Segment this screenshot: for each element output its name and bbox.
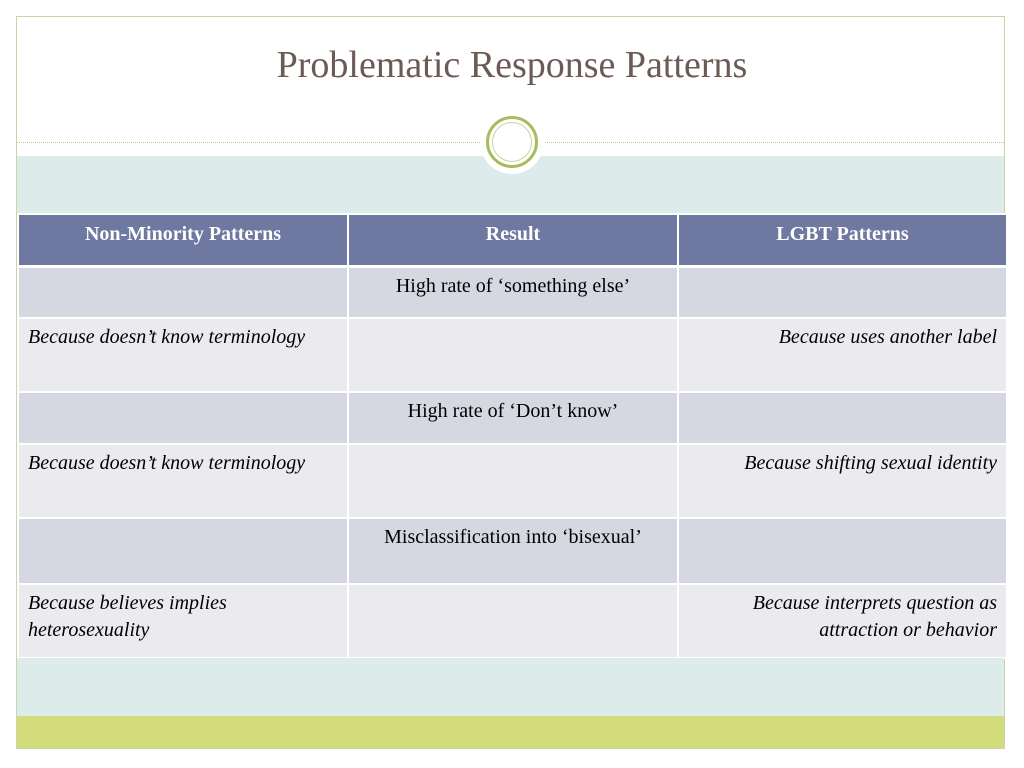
table-row: Because doesn’t know terminology Because… [17,443,1008,519]
header-non-minority-patterns: Non-Minority Patterns [17,213,349,268]
table-cell-non-minority: Because doesn’t know terminology [17,443,349,519]
table-header-row: Non-Minority Patterns Result LGBT Patter… [17,213,1008,268]
table-cell-non-minority [17,517,349,585]
table-cell-non-minority: Because doesn’t know terminology [17,317,349,393]
circle-ornament-icon [480,110,544,174]
patterns-table: Non-Minority Patterns Result LGBT Patter… [17,213,1008,659]
patterns-table-container: Non-Minority Patterns Result LGBT Patter… [17,213,1008,659]
table-cell-lgbt: Because shifting sexual identity [677,443,1008,519]
table-cell-non-minority [17,265,349,319]
table-row: High rate of ‘something else’ [17,265,1008,319]
table-row: Because believes implies heterosexuality… [17,583,1008,659]
slide-title: Problematic Response Patterns [276,44,748,86]
bottom-color-band [17,658,1004,716]
header-lgbt-patterns: LGBT Patterns [677,213,1008,268]
table-cell-result: High rate of ‘Don’t know’ [347,391,679,445]
table-cell-lgbt: Because interprets question as attractio… [677,583,1008,659]
table-cell-non-minority: Because believes implies heterosexuality [17,583,349,659]
bottom-green-band [17,716,1004,748]
header-result: Result [347,213,679,268]
table-cell-result [347,443,679,519]
table-cell-lgbt: Because uses another label [677,317,1008,393]
circle-ring-icon [486,116,538,168]
table-row: High rate of ‘Don’t know’ [17,391,1008,445]
table-cell-result [347,317,679,393]
table-cell-lgbt [677,265,1008,319]
table-cell-lgbt [677,391,1008,445]
table-cell-result: High rate of ‘something else’ [347,265,679,319]
table-cell-non-minority [17,391,349,445]
table-row: Because doesn’t know terminology Because… [17,317,1008,393]
table-cell-lgbt [677,517,1008,585]
table-cell-result [347,583,679,659]
table-row: Misclassification into ‘bisexual’ [17,517,1008,585]
table-cell-result: Misclassification into ‘bisexual’ [347,517,679,585]
